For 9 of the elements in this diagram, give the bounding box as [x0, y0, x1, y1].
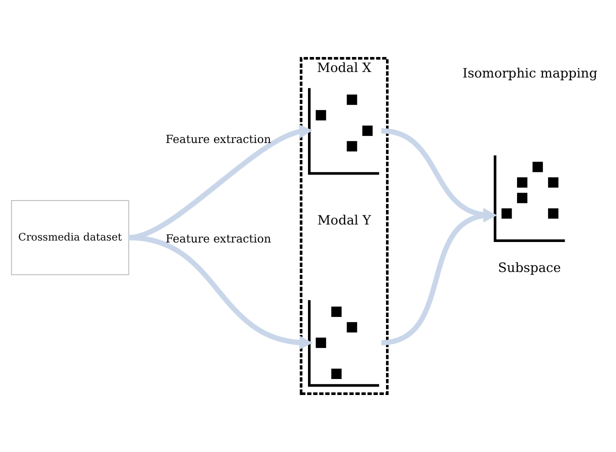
arrow: [128, 235, 313, 350]
node-box: Crossmedia dataset: [11, 200, 130, 276]
picture: [494, 155, 565, 242]
node-label: Subspace: [498, 261, 561, 276]
edge-label: Feature extraction: [166, 133, 272, 146]
picture: [308, 300, 380, 387]
picture: [308, 88, 380, 175]
edge-label: Feature extraction: [166, 232, 272, 246]
label: Isomorphic mapping: [462, 66, 598, 82]
